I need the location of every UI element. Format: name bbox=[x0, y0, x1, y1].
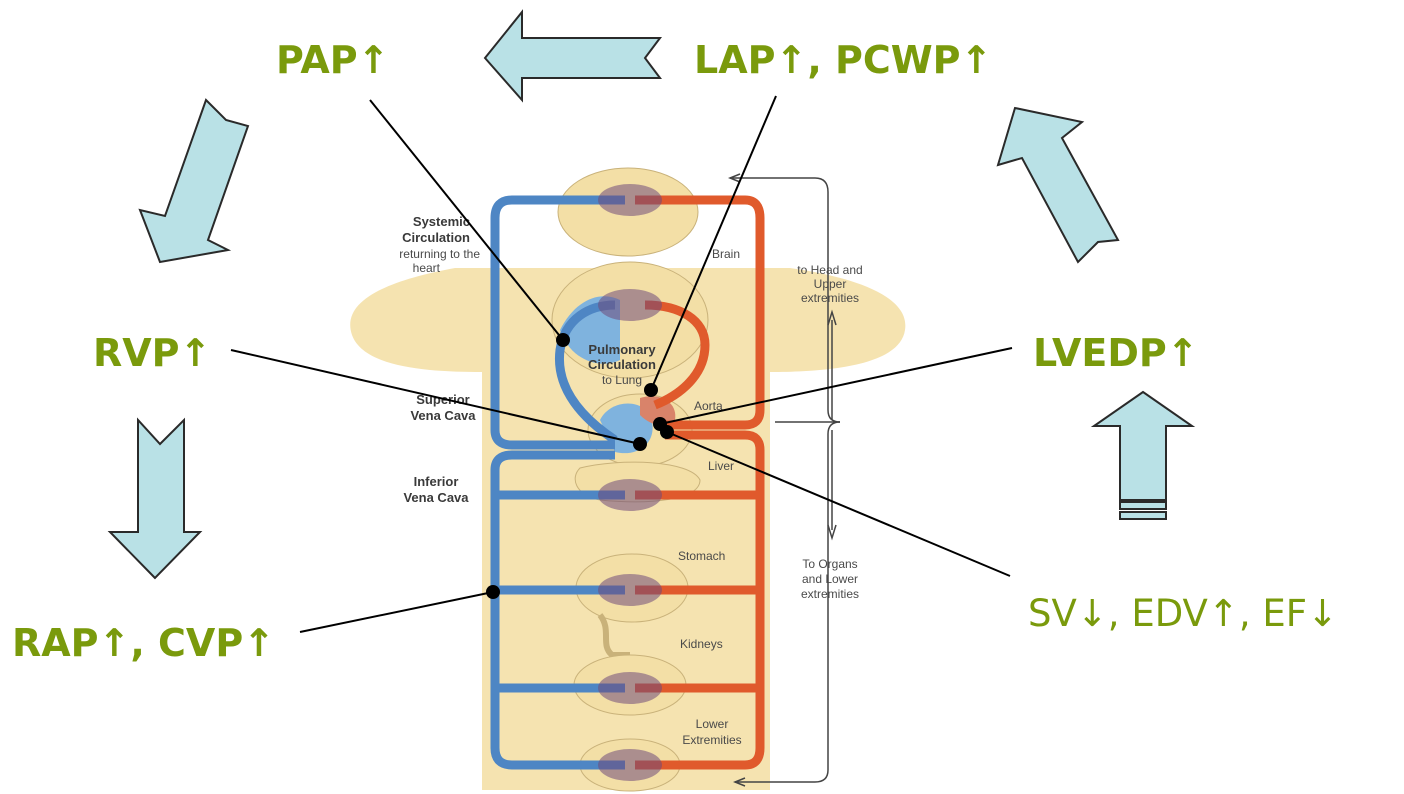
lower-label-1: Lower bbox=[696, 717, 729, 731]
lower-label-2: Extremities bbox=[682, 733, 741, 747]
arrow-down bbox=[110, 420, 200, 578]
svc-label-2: Vena Cava bbox=[410, 408, 476, 423]
head-label-2: Upper bbox=[814, 277, 847, 291]
dot-lap-pcwp bbox=[644, 383, 658, 397]
dot-pap bbox=[556, 333, 570, 347]
ivc-label-2: Vena Cava bbox=[403, 490, 469, 505]
systemic-label-2: Circulation bbox=[402, 230, 470, 245]
dot-rvp bbox=[633, 437, 647, 451]
organs-label-1: To Organs bbox=[802, 557, 857, 571]
brain-label: Brain bbox=[712, 247, 740, 261]
pulmonary-label-1: Pulmonary bbox=[588, 342, 656, 357]
systemic-label-1: Systemic bbox=[413, 214, 470, 229]
leader-rap-cvp bbox=[300, 592, 493, 632]
pulmonary-label-3: to Lung bbox=[602, 373, 642, 387]
head-label-3: extremities bbox=[801, 291, 859, 305]
label-rap-cvp: RAP↑, CVP↑ bbox=[12, 621, 275, 665]
arrow-left-top bbox=[485, 12, 660, 100]
arrow-up-stripe-1 bbox=[1120, 502, 1166, 509]
label-lvedp: LVEDP↑ bbox=[1033, 331, 1199, 375]
label-rvp: RVP↑ bbox=[93, 331, 211, 375]
organs-label-2: and Lower bbox=[802, 572, 858, 586]
ivc-label-1: Inferior bbox=[414, 474, 459, 489]
stomach-label: Stomach bbox=[678, 549, 725, 563]
arrow-diagonal-down-left bbox=[140, 100, 248, 262]
liver-label: Liver bbox=[708, 459, 734, 473]
label-sv-edv-ef: SV↓, EDV↑, EF↓ bbox=[1028, 592, 1338, 635]
arrow-diagonal-up-left bbox=[998, 108, 1118, 262]
organs-label-3: extremities bbox=[801, 587, 859, 601]
kidneys-label: Kidneys bbox=[680, 637, 723, 651]
pulmonary-label-2: Circulation bbox=[588, 357, 656, 372]
head-label-1: to Head and bbox=[797, 263, 862, 277]
dot-rap-cvp bbox=[486, 585, 500, 599]
label-lap-pcwp: LAP↑, PCWP↑ bbox=[694, 38, 992, 82]
label-pap: PAP↑ bbox=[276, 38, 389, 82]
systemic-label-4: heart bbox=[413, 261, 441, 275]
circulation-illustration: Systemic Circulation returning to the he… bbox=[350, 168, 905, 791]
systemic-label-3: returning to the bbox=[399, 247, 480, 261]
dot-sv-edv-ef bbox=[660, 425, 674, 439]
arrow-up bbox=[1094, 392, 1192, 500]
arrow-up-stripe-2 bbox=[1120, 512, 1166, 519]
